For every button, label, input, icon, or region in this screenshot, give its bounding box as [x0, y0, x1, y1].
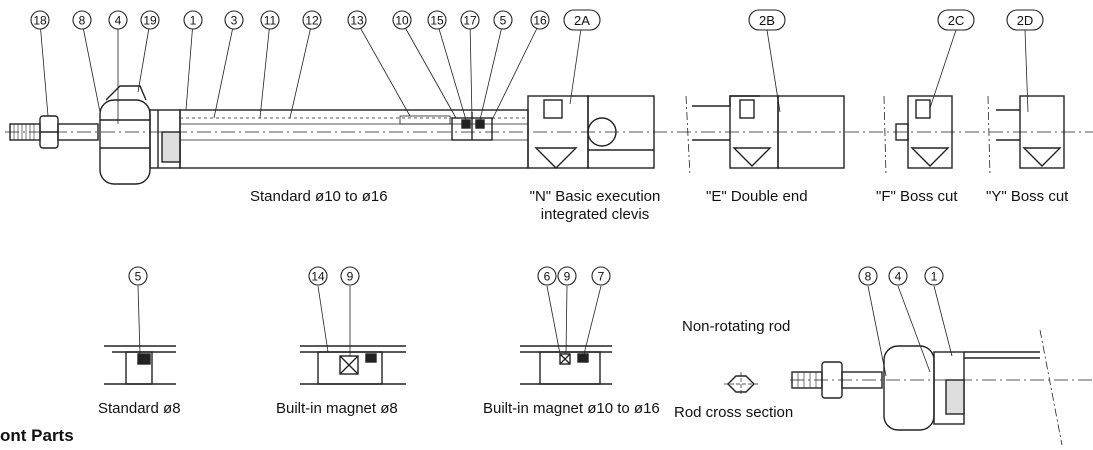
svg-text:1: 1	[190, 14, 197, 28]
caption-f-boss-cut: "F" Boss cut	[876, 188, 958, 205]
svg-text:5: 5	[135, 270, 142, 284]
callout-bottom-8: 8	[858, 266, 878, 286]
section-heading: ont Parts	[0, 426, 74, 445]
variant-y-drawing	[987, 95, 1065, 177]
callout-bottom-5: 5	[128, 266, 148, 286]
svg-text:8: 8	[79, 14, 86, 28]
svg-text:7: 7	[598, 270, 605, 284]
svg-text:13: 13	[350, 14, 364, 28]
detail-non-rotating-rod	[790, 285, 1093, 446]
detail-standard-8	[104, 285, 176, 385]
callout-bottom-6: 6	[537, 266, 557, 286]
svg-text:8: 8	[865, 270, 872, 284]
callout-bottom-14: 14	[308, 266, 328, 286]
rod-cross-section	[724, 372, 758, 396]
callout-top-16: 16	[530, 10, 550, 30]
svg-text:18: 18	[33, 14, 47, 28]
callout-top-3: 3	[224, 10, 244, 30]
svg-text:2B: 2B	[759, 13, 775, 28]
svg-text:4: 4	[895, 270, 902, 284]
svg-text:4: 4	[115, 14, 122, 28]
callout-top-12: 12	[302, 10, 322, 30]
piston-rod	[57, 123, 99, 141]
callout-bottom-7: 7	[591, 266, 611, 286]
caption-magnet-10-16: Built-in magnet ø10 to ø16	[483, 400, 660, 417]
callout-top-11: 11	[260, 10, 280, 30]
svg-text:16: 16	[533, 14, 547, 28]
svg-text:3: 3	[231, 14, 238, 28]
svg-text:2D: 2D	[1017, 13, 1034, 28]
svg-text:2A: 2A	[574, 13, 590, 28]
callout-top-5: 5	[493, 10, 513, 30]
caption-e-double-end: "E" Double end	[706, 188, 808, 205]
callout-top-10: 10	[392, 10, 412, 30]
leader-lines-top	[39, 21, 583, 124]
svg-text:15: 15	[430, 14, 444, 28]
svg-text:2C: 2C	[948, 13, 965, 28]
svg-text:11: 11	[264, 14, 277, 28]
callout-top-13: 13	[347, 10, 367, 30]
leader-lines-variants	[766, 29, 1029, 113]
callout-bottom-4: 4	[888, 266, 908, 286]
callout-bottom-1: 1	[924, 266, 944, 286]
caption-magnet-8: Built-in magnet ø8	[276, 400, 398, 417]
svg-text:17: 17	[463, 14, 477, 28]
svg-text:19: 19	[143, 14, 157, 28]
variant-tag-2d: 2D	[1006, 9, 1044, 31]
svg-text:5: 5	[500, 14, 507, 28]
callout-bottom-9: 9	[340, 266, 360, 286]
callout-bottom-9: 9	[557, 266, 577, 286]
svg-text:1: 1	[931, 270, 938, 284]
caption-non-rotating-rod: Non-rotating rod	[682, 318, 791, 335]
caption-y-boss-cut: "Y" Boss cut	[986, 188, 1069, 205]
callout-top-1: 1	[183, 10, 203, 30]
callout-top-4: 4	[108, 10, 128, 30]
caption-n-basic: "N" Basic execution	[529, 188, 661, 205]
callout-top-19: 19	[140, 10, 160, 30]
variant-f-drawing	[883, 95, 953, 177]
callout-top-8: 8	[72, 10, 92, 30]
caption-rod-cross-section: Rod cross section	[674, 404, 794, 421]
caption-standard: Standard ø10 to ø16	[250, 188, 388, 205]
svg-text:10: 10	[395, 14, 409, 28]
variant-tag-2b: 2B	[748, 9, 786, 31]
svg-text:9: 9	[347, 270, 354, 284]
variant-e-drawing	[685, 95, 845, 177]
rod-nut	[39, 115, 59, 149]
rear-cover-2a	[527, 95, 655, 169]
mounting-nut	[99, 85, 151, 185]
callout-top-17: 17	[460, 10, 480, 30]
caption-n-clevis: integrated clevis	[540, 206, 650, 223]
detail-magnet-8	[300, 285, 406, 385]
front-cover	[149, 109, 181, 169]
callout-top-18: 18	[30, 10, 50, 30]
caption-standard-8: Standard ø8	[98, 400, 181, 417]
svg-text:9: 9	[564, 270, 571, 284]
svg-text:6: 6	[544, 270, 551, 284]
svg-text:14: 14	[311, 270, 325, 284]
detail-magnet-10-16	[520, 285, 612, 385]
svg-text:12: 12	[305, 14, 319, 28]
callout-top-15: 15	[427, 10, 447, 30]
variant-tag-2c: 2C	[937, 9, 975, 31]
variant-tag-2a: 2A	[563, 9, 601, 31]
